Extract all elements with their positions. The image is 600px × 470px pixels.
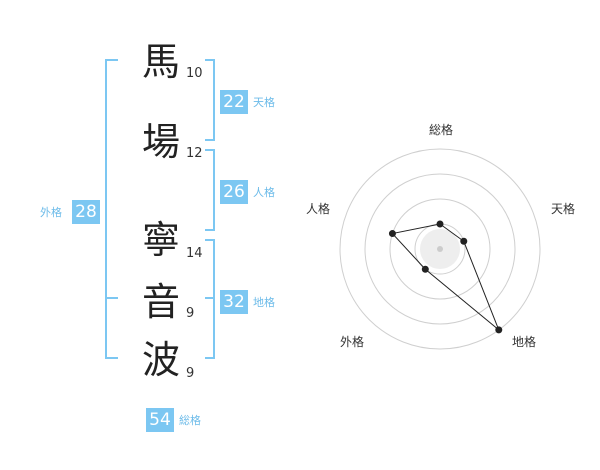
radar-axis-label-soukaku: 総格 — [429, 122, 453, 137]
radar-ring-4 — [339, 148, 541, 350]
tenkaku-label: 天格 — [253, 96, 275, 109]
radar-ring-3 — [364, 173, 516, 325]
radar-value-polygon — [391, 223, 500, 331]
jinkaku-bracket — [205, 149, 215, 231]
gaikaku-bracket — [105, 59, 118, 359]
stroke-count-1: 10 — [186, 66, 203, 81]
stroke-count-5: 9 — [186, 366, 195, 381]
name-char-2: 場 — [141, 120, 180, 164]
tenkaku-value: 22 — [220, 90, 248, 114]
radar-rings — [339, 148, 541, 350]
name-char-4: 音 — [141, 280, 180, 324]
radar-ring-2 — [389, 198, 491, 300]
radar-point-jinkaku — [388, 230, 396, 238]
radar-point-soukaku — [436, 220, 444, 228]
radar-polygon — [391, 223, 500, 331]
soukaku-label: 総格 — [179, 414, 201, 427]
radar-point-chikaku — [495, 326, 503, 334]
chikaku-label: 地格 — [253, 296, 275, 309]
name-char-5: 波 — [141, 338, 180, 382]
radar-point-gaikaku — [421, 265, 429, 273]
radar-center-dot — [437, 246, 443, 252]
radar-axis-label-chikaku: 地格 — [512, 334, 536, 349]
name-char-3: 寧 — [141, 218, 180, 262]
name-char-1: 馬 — [141, 40, 180, 84]
radar-axis-label-gaikaku: 外格 — [340, 334, 364, 349]
radar-axis-label-jinkaku: 人格 — [306, 201, 330, 216]
radar-axis-label-tenkaku: 天格 — [551, 201, 575, 216]
chikaku-value: 32 — [220, 290, 248, 314]
tenkaku-bracket — [205, 59, 215, 141]
radar-points — [388, 220, 503, 334]
jinkaku-value: 26 — [220, 180, 248, 204]
gaikaku-label: 外格 — [40, 206, 62, 219]
jinkaku-label: 人格 — [253, 186, 275, 199]
stroke-count-3: 14 — [186, 246, 203, 261]
gaikaku-value: 28 — [72, 200, 100, 224]
stroke-count-4: 9 — [186, 306, 195, 321]
radar-point-tenkaku — [460, 237, 468, 245]
stroke-count-2: 12 — [186, 146, 203, 161]
soukaku-value: 54 — [146, 408, 174, 432]
